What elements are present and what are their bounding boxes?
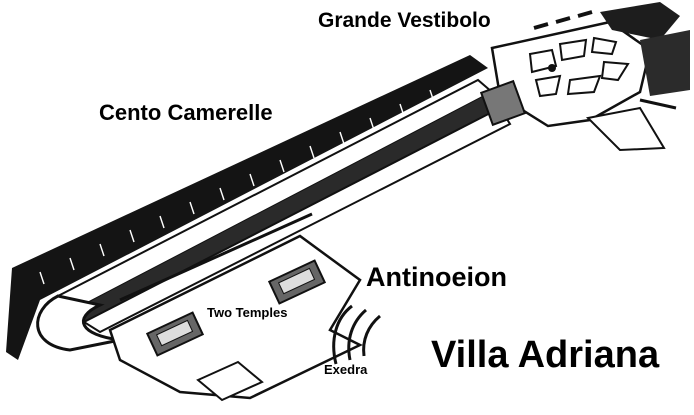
vestibolo-rooms xyxy=(528,36,630,98)
vestibolo-south-wing xyxy=(585,106,666,152)
corridor-line xyxy=(119,212,313,302)
exedra-walls xyxy=(332,304,381,365)
label-two-temples: Two Temples xyxy=(207,305,288,320)
label-antinoeion: Antinoeion xyxy=(366,262,507,292)
label-grande-vestibolo: Grande Vestibolo xyxy=(318,9,491,32)
vestibolo-fountain xyxy=(548,64,556,72)
gatehouse xyxy=(479,79,527,127)
vestibolo-east-wing xyxy=(640,30,690,96)
cento-camerelle-wall xyxy=(6,55,488,360)
temple-west xyxy=(145,311,205,357)
temple-east xyxy=(267,259,327,305)
vestibolo-north-wing xyxy=(600,2,680,40)
camerelle-cells xyxy=(39,89,435,285)
access-road-dashes xyxy=(533,10,593,30)
label-exedra: Exedra xyxy=(324,362,368,377)
south-annex xyxy=(196,360,264,402)
terrace-corridor-dark xyxy=(70,92,500,322)
west-curved-end xyxy=(36,294,121,352)
label-cento-camerelle: Cento Camerelle xyxy=(99,100,273,125)
south-east-stub xyxy=(639,98,677,110)
figure-title: Villa Adriana xyxy=(431,334,660,376)
